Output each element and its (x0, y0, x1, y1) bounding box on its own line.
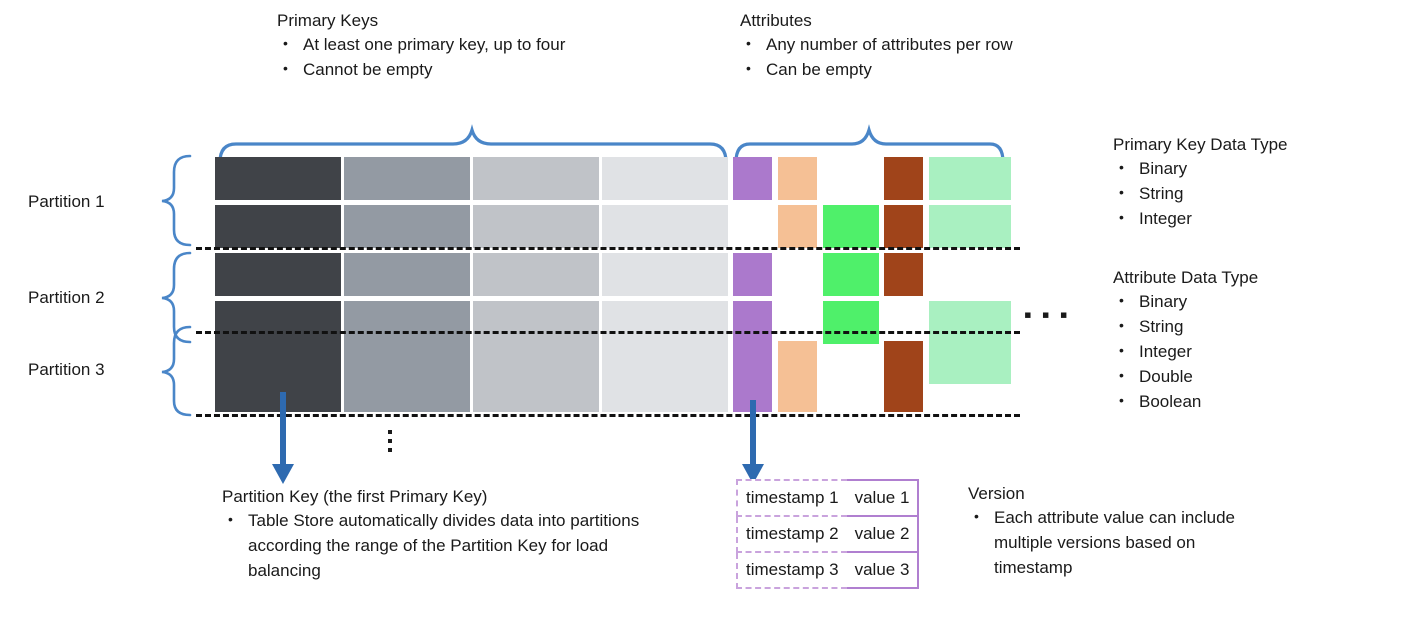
list-item: Binary (1113, 288, 1258, 314)
list-item: String (1113, 313, 1258, 339)
version-table: timestamp 1 value 1 timestamp 2 value 2 … (736, 479, 920, 589)
grid-cell-a3-r2 (823, 205, 879, 248)
version-timestamp-cell: timestamp 1 (736, 479, 847, 517)
callout-partition-key: Partition Key (the first Primary Key) Ta… (222, 486, 682, 583)
callout-attribute-data-type-list: Binary String Integer Double Boolean (1113, 288, 1258, 414)
grid-cell-pk2-r1 (344, 157, 470, 200)
grid-cell-pk4-r2 (602, 205, 728, 248)
grid-cell-pk4-r3 (602, 253, 728, 296)
partition-braces (161, 154, 192, 417)
callout-primary-keys-title: Primary Keys (277, 11, 379, 30)
grid-cell-pk2-r4 (344, 301, 470, 344)
grid-cell-a1-r1 (733, 157, 772, 200)
grid-cell-a1-r4 (733, 301, 772, 344)
grid-cell-a4-r3 (884, 253, 923, 296)
list-item: Boolean (1113, 388, 1258, 414)
grid-cell-pk3-r1 (473, 157, 599, 200)
list-item: At least one primary key, up to four (277, 31, 565, 57)
brace-attributes (734, 124, 1005, 164)
callout-attributes-title: Attributes (740, 11, 812, 30)
partition-label-1: Partition 1 (28, 192, 105, 211)
partition-label-2: Partition 2 (28, 288, 105, 307)
version-value-cell: value 1 (846, 479, 920, 517)
list-item: Any number of attributes per row (740, 31, 1013, 57)
grid-cell-pk1-r6 (215, 369, 341, 412)
callout-attributes: Attributes Any number of attributes per … (740, 10, 1013, 82)
grid-cell-pk1-r3 (215, 253, 341, 296)
grid-cell-pk2-r6 (344, 369, 470, 412)
callout-primary-key-data-type: Primary Key Data Type Binary String Inte… (1113, 134, 1287, 231)
version-value-cell: value 3 (846, 553, 920, 589)
callout-version-list: Each attribute value can include multipl… (968, 504, 1268, 580)
callout-primary-key-data-type-title: Primary Key Data Type (1113, 135, 1288, 154)
grid-cell-a5-r5 (929, 341, 1011, 384)
grid-cell-pk4-r6 (602, 369, 728, 412)
arrow-attribute-version (742, 400, 764, 484)
grid-cell-pk1-r2 (215, 205, 341, 248)
callout-version-title: Version (968, 484, 1025, 503)
brace-partition-3 (161, 325, 192, 417)
grid-cell-a4-r6 (884, 369, 923, 412)
version-timestamp-cell: timestamp 3 (736, 553, 847, 589)
grid-cell-a2-r1 (778, 157, 817, 200)
table-row: timestamp 3 value 3 (736, 553, 920, 589)
grid-cell-a2-r2 (778, 205, 817, 248)
partition-separator-1 (196, 247, 1020, 250)
grid-cell-pk2-r3 (344, 253, 470, 296)
grid-cell-a5-r2 (929, 205, 1011, 248)
grid-cell-pk4-r4 (602, 301, 728, 344)
grid-cell-a3-r3 (823, 253, 879, 296)
version-value-cell: value 2 (846, 517, 920, 553)
callout-attribute-data-type: Attribute Data Type Binary String Intege… (1113, 267, 1258, 414)
callout-attribute-data-type-title: Attribute Data Type (1113, 268, 1259, 287)
column-group-braces (218, 124, 1005, 164)
callout-primary-key-data-type-list: Binary String Integer (1113, 155, 1287, 231)
horizontal-ellipsis: ▪ ▪ ▪ (1024, 302, 1070, 327)
table-row: timestamp 1 value 1 (736, 479, 920, 517)
list-item: Table Store automatically divides data i… (222, 507, 682, 583)
partition-separator-2 (196, 331, 1020, 334)
list-item: Integer (1113, 205, 1287, 231)
callout-partition-key-list: Table Store automatically divides data i… (222, 507, 682, 583)
grid-cell-a1-r3 (733, 253, 772, 296)
grid-cell-a2-r6 (778, 369, 817, 412)
callout-partition-key-title: Partition Key (the first Primary Key) (222, 487, 488, 506)
grid-cell-pk1-r1 (215, 157, 341, 200)
grid-cell-pk3-r3 (473, 253, 599, 296)
grid-cell-a4-r2 (884, 205, 923, 248)
grid-cell-pk3-r6 (473, 369, 599, 412)
table-row: timestamp 2 value 2 (736, 517, 920, 553)
grid-cell-pk2-r2 (344, 205, 470, 248)
arrow-partition-key (272, 392, 294, 484)
callout-version: Version Each attribute value can include… (968, 483, 1268, 580)
grid-cell-a4-r1 (884, 157, 923, 200)
grid-cell-a5-r4 (929, 301, 1011, 344)
list-item: Can be empty (740, 56, 1013, 82)
partition-separator-3 (196, 414, 1020, 417)
grid-cell-pk1-r4 (215, 301, 341, 344)
grid-cell-pk3-r2 (473, 205, 599, 248)
vertical-ellipsis (385, 430, 395, 457)
grid-cell-a3-r4 (823, 301, 879, 344)
brace-partition-1 (161, 154, 192, 247)
list-item: Cannot be empty (277, 56, 565, 82)
brace-primary-keys (218, 124, 728, 164)
grid-cell-pk4-r1 (602, 157, 728, 200)
list-item: Integer (1113, 338, 1258, 364)
callout-primary-keys: Primary Keys At least one primary key, u… (277, 10, 565, 82)
callout-attributes-list: Any number of attributes per row Can be … (740, 31, 1013, 82)
list-item: Binary (1113, 155, 1287, 181)
callout-primary-keys-list: At least one primary key, up to four Can… (277, 31, 565, 82)
grid-cell-pk3-r4 (473, 301, 599, 344)
list-item: Each attribute value can include multipl… (968, 504, 1268, 580)
version-timestamp-cell: timestamp 2 (736, 517, 847, 553)
partition-label-3: Partition 3 (28, 360, 105, 379)
grid-cell-a5-r1 (929, 157, 1011, 200)
list-item: Double (1113, 363, 1258, 389)
list-item: String (1113, 180, 1287, 206)
